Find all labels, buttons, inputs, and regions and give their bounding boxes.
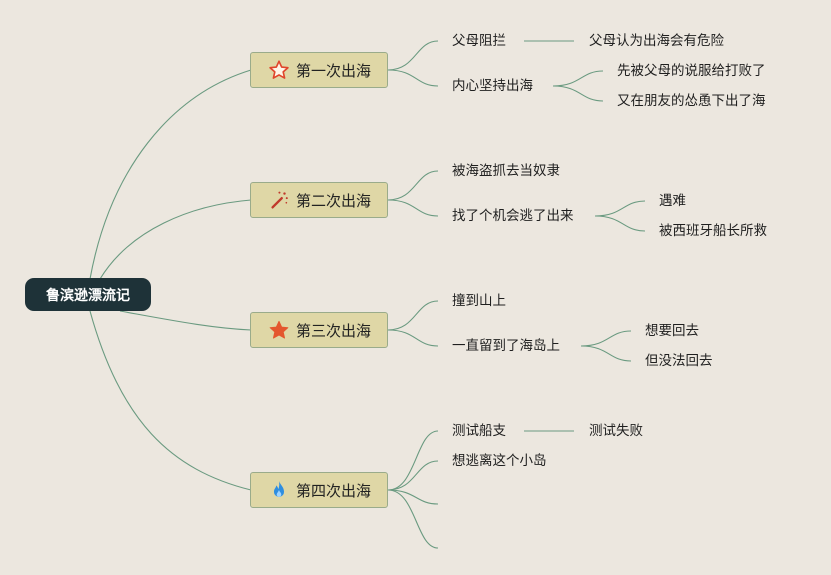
flame-icon: [267, 478, 291, 502]
branch-label-2: 第二次出海: [295, 191, 371, 210]
branch-label-4: 第四次出海: [295, 481, 371, 500]
connector-branch-2-item-1: [387, 170, 439, 201]
detail-4-1-1[interactable]: 测试失败: [589, 423, 643, 439]
item-2-1[interactable]: 被海盗抓去当奴隶: [452, 163, 560, 179]
detail-2-2-1[interactable]: 遇难: [659, 193, 686, 209]
item-1-1[interactable]: 父母阻拦: [452, 33, 506, 49]
root-node[interactable]: 鲁滨逊漂流记: [25, 278, 151, 311]
connector-branch-1-item-1: [387, 40, 439, 71]
connector-branch-4-item-1: [387, 430, 439, 491]
detail-3-2-1[interactable]: 想要回去: [645, 323, 699, 339]
branch-node-2[interactable]: 第二次出海: [250, 182, 388, 218]
item-2-2[interactable]: 找了个机会逃了出来: [452, 208, 574, 224]
connector-branch-4-item-2: [387, 460, 439, 491]
connector-branch-2-item-2: [387, 199, 439, 217]
detail-1-2-2[interactable]: 又在朋友的怂恿下出了海: [617, 93, 766, 109]
detail-1-1-1[interactable]: 父母认为出海会有危险: [589, 33, 724, 49]
star-filled-icon: [267, 318, 291, 342]
connector-root-branch-3: [119, 310, 252, 331]
detail-1-2-1[interactable]: 先被父母的说服给打败了: [617, 63, 766, 79]
item-1-2[interactable]: 内心坚持出海: [452, 78, 533, 94]
branch-node-3[interactable]: 第三次出海: [250, 312, 388, 348]
branch-label-1: 第一次出海: [295, 61, 371, 80]
connector-item-1-2-item-2: [552, 85, 604, 102]
item-4-1[interactable]: 测试船支: [452, 423, 506, 439]
connector-branch-3-item-2: [387, 329, 439, 347]
connector-item-3-2-item-1: [580, 330, 632, 347]
connector-root-branch-4: [89, 310, 252, 491]
detail-2-2-2[interactable]: 被西班牙船长所救: [659, 223, 767, 239]
connector-branch-4-item-4: [387, 489, 439, 549]
connector-branch-4-item-3: [387, 489, 439, 505]
connector-item-2-2-item-1: [594, 200, 646, 217]
detail-3-2-2[interactable]: 但没法回去: [645, 353, 713, 369]
branch-node-4[interactable]: 第四次出海: [250, 472, 388, 508]
connector-branch-3-item-1: [387, 300, 439, 331]
item-3-1[interactable]: 撞到山上: [452, 293, 506, 309]
connector-item-2-2-item-2: [594, 215, 646, 232]
branch-label-3: 第三次出海: [295, 321, 371, 340]
item-4-2[interactable]: 想逃离这个小岛: [452, 453, 547, 469]
connector-root-branch-1: [89, 69, 252, 280]
star-outline-icon: [267, 58, 291, 82]
connector-item-1-2-item-1: [552, 70, 604, 87]
connector-root-branch-2: [99, 199, 252, 280]
root-label: 鲁滨逊漂流记: [46, 287, 130, 304]
branch-node-1[interactable]: 第一次出海: [250, 52, 388, 88]
connector-item-3-2-item-2: [580, 345, 632, 362]
connector-branch-1-item-2: [387, 69, 439, 87]
magic-wand-icon: [267, 188, 291, 212]
item-3-2[interactable]: 一直留到了海岛上: [452, 338, 560, 354]
